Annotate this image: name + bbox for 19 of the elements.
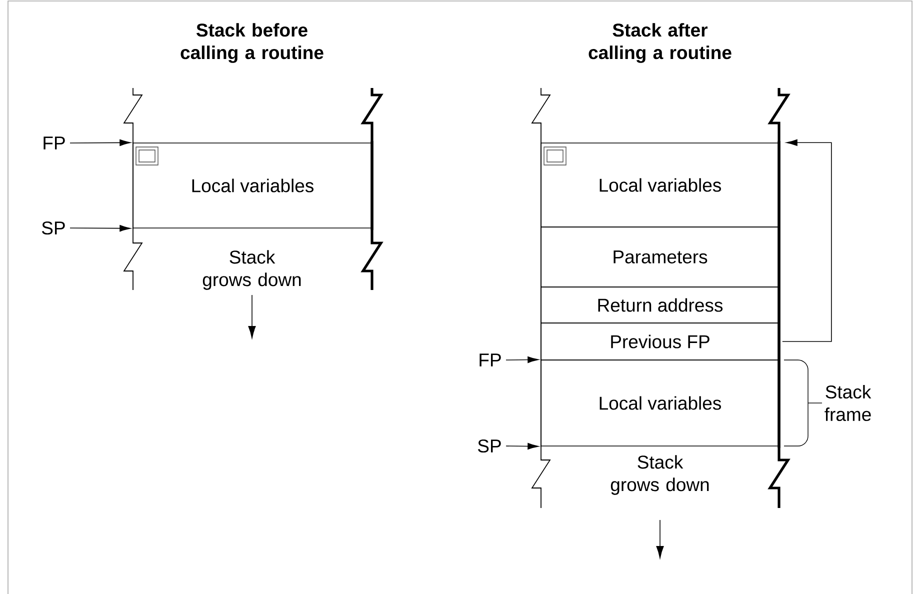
arrow bbox=[70, 139, 131, 146]
pointer-label: SP bbox=[42, 221, 65, 235]
stack-slot: Return address bbox=[540, 286, 780, 324]
pointer-label: FP bbox=[44, 136, 65, 150]
arrow bbox=[782, 139, 832, 342]
stack-slot: Local variables bbox=[132, 142, 372, 228]
stack-slot: Local variables bbox=[540, 360, 780, 446]
arrow bbox=[70, 225, 131, 232]
arrow bbox=[506, 356, 539, 364]
stack-slot: Previous FP bbox=[540, 322, 780, 360]
pointer-label: FP bbox=[480, 354, 501, 366]
pointer-label: SP bbox=[478, 439, 501, 453]
stack-slot: Parameters bbox=[540, 226, 780, 288]
arrow bbox=[506, 442, 539, 450]
caption-text: Stack grows down bbox=[202, 250, 301, 290]
panel-heading: Stack before calling a routine bbox=[180, 23, 324, 63]
bracket-label: Stack frame bbox=[824, 384, 872, 422]
stack-slot: Local variables bbox=[540, 142, 780, 228]
panel-heading: Stack after calling a routine bbox=[588, 23, 732, 63]
